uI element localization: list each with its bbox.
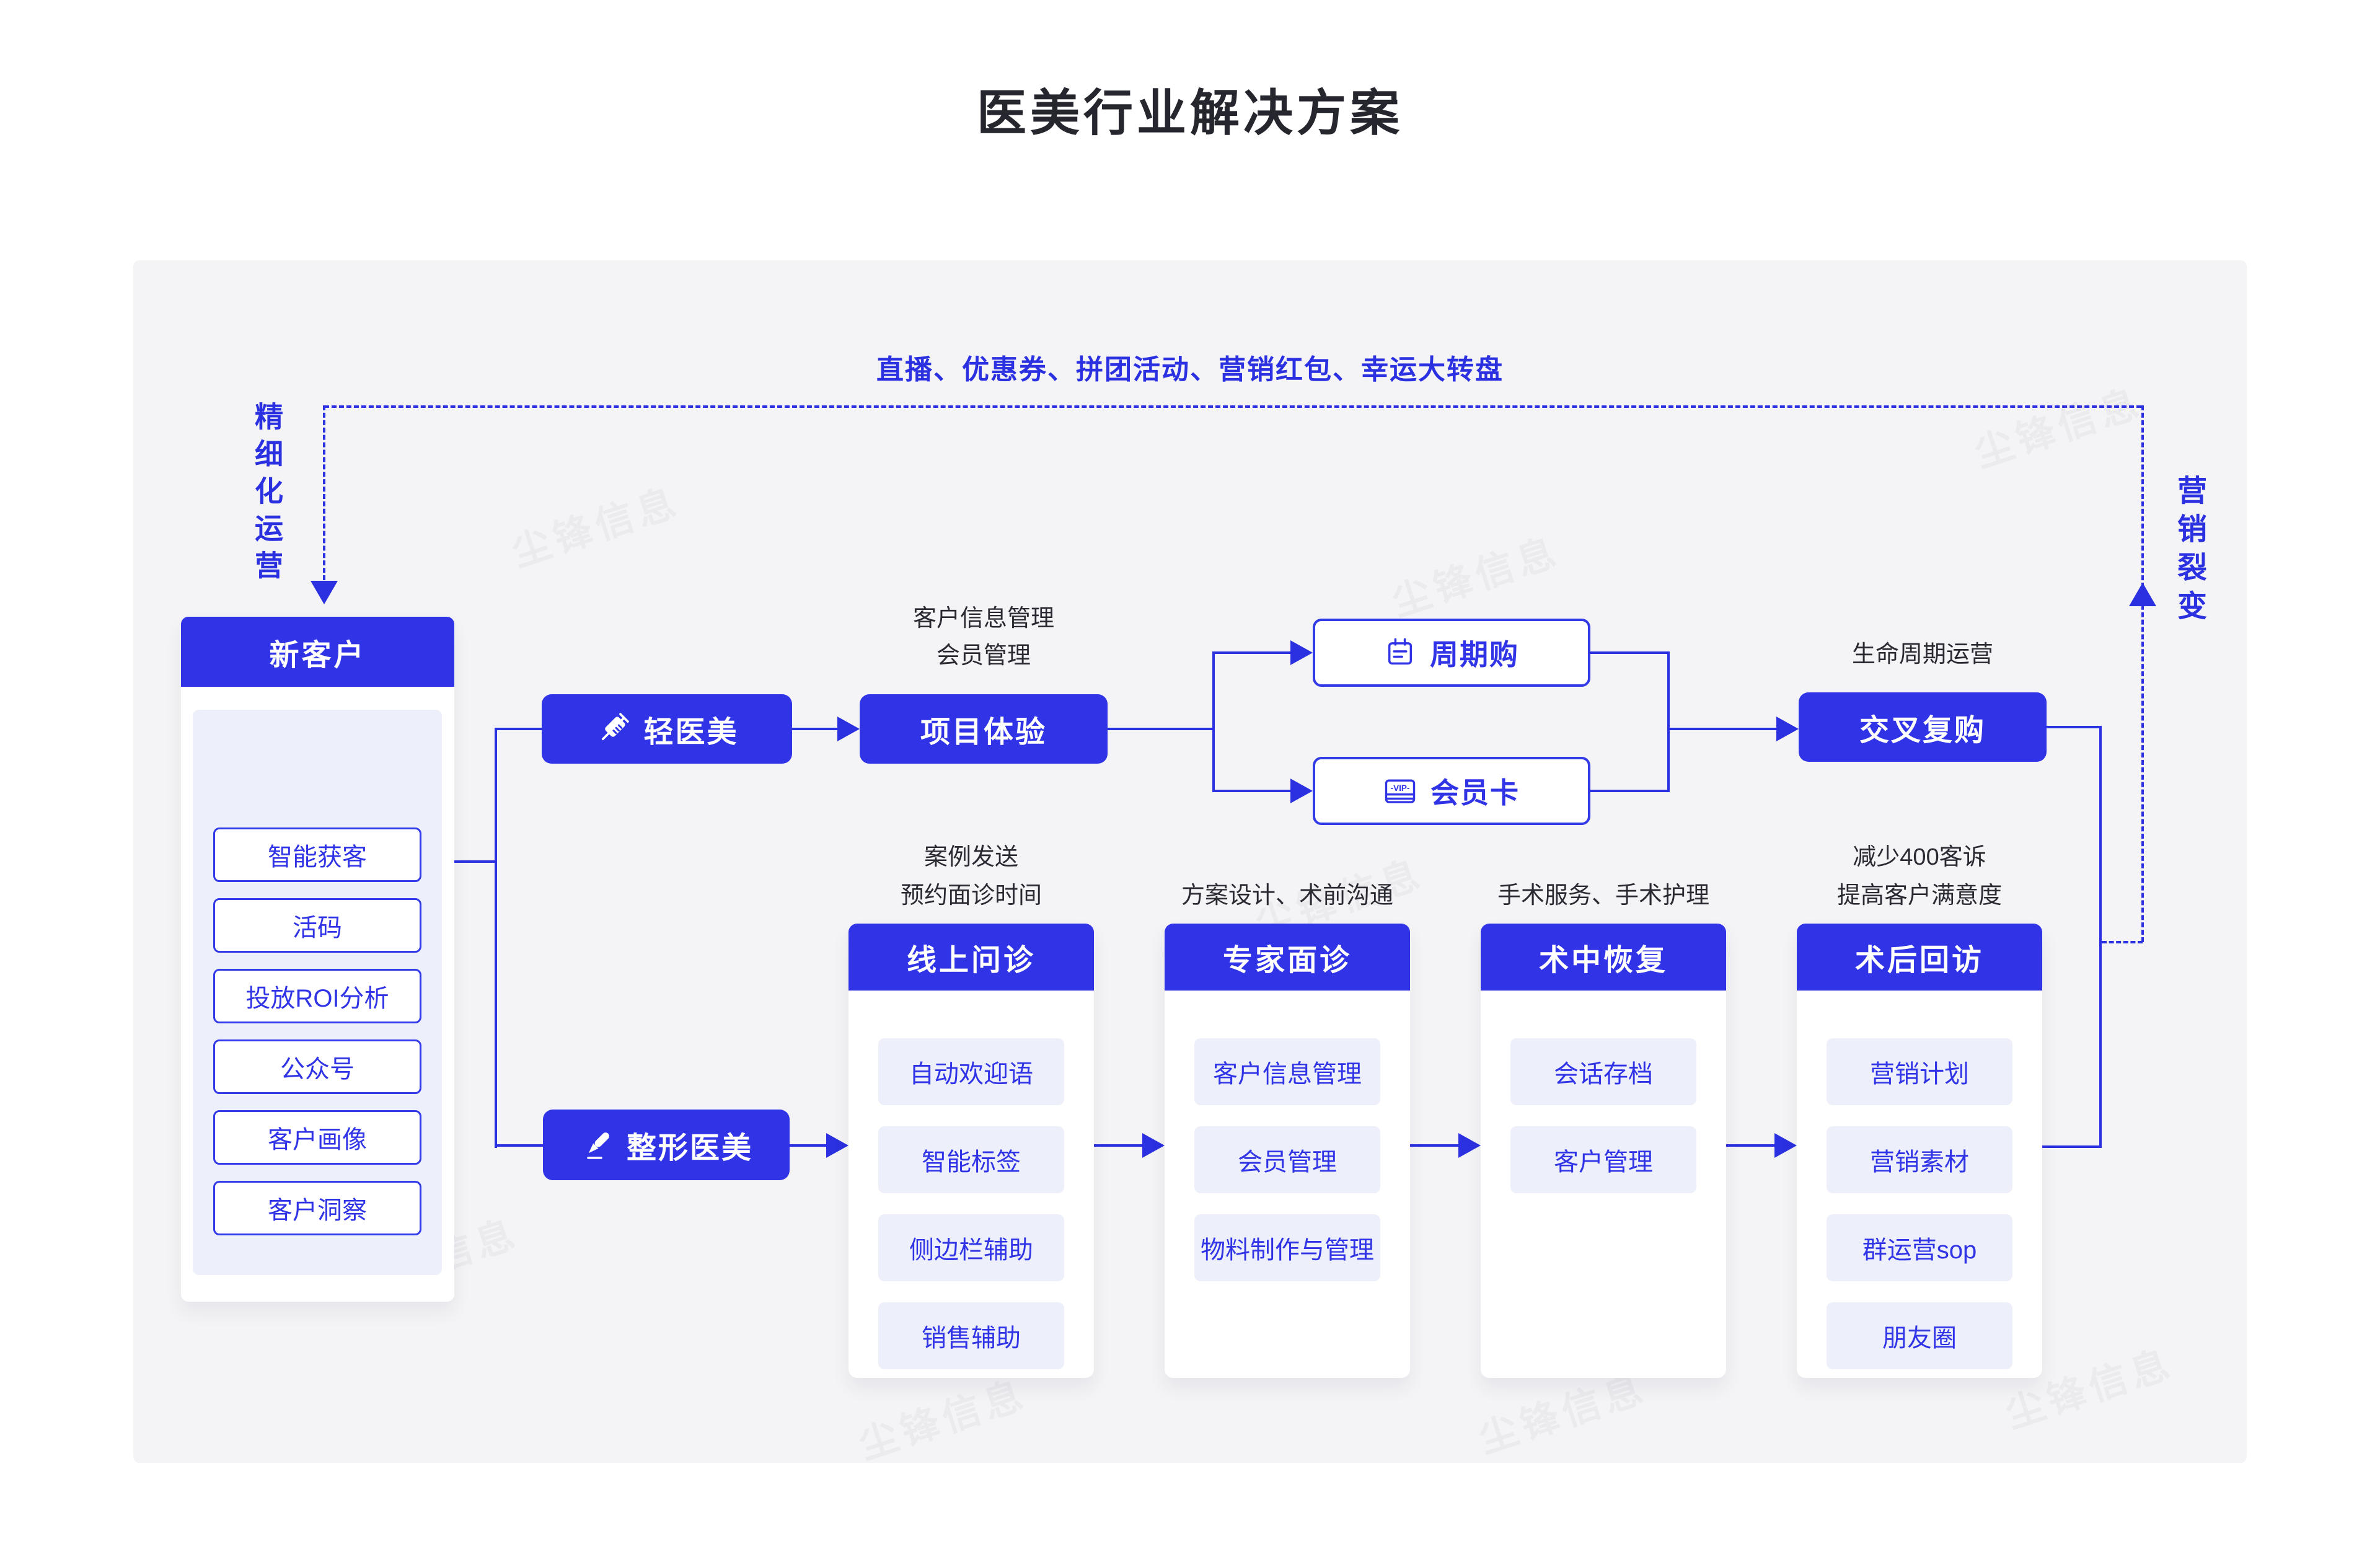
stage-note-line: 手术服务、手术护理 (1497, 883, 1709, 909)
stage-note-line: 预约面诊时间 (900, 883, 1042, 909)
new-customer-item: 公众号 (213, 1039, 421, 1094)
new-customer-item: 智能获客 (213, 827, 421, 882)
vip-card-icon: -VIP- (1385, 779, 1416, 803)
dashed-right-line (2141, 405, 2144, 942)
connector (1726, 1144, 1776, 1147)
connector (1668, 728, 1778, 730)
refined-operation-label: 精细化运营 (251, 402, 283, 588)
stage-item: 朋友圈 (1827, 1302, 2012, 1369)
connector (1108, 728, 1214, 730)
stage-item: 营销素材 (1827, 1126, 2012, 1193)
light-medical-entry: 轻医美 (542, 694, 792, 764)
calendar-icon (1388, 638, 1413, 665)
syringe-icon (602, 713, 630, 741)
cycle-buy-node: 周期购 (1313, 619, 1590, 687)
stage-item: 会话存档 (1510, 1038, 1696, 1105)
new-customer-item: 活码 (213, 898, 421, 953)
arrow-right-icon (837, 717, 860, 741)
new-customer-item: 客户画像 (213, 1110, 421, 1165)
page-title: 医美行业解决方案 (977, 86, 1403, 141)
new-customer-header: 新客户 (181, 617, 454, 687)
connector (454, 860, 496, 863)
connector (1667, 651, 1670, 792)
new-customer-item: 客户洞察 (213, 1181, 421, 1235)
cross-repurchase-node: 交叉复购 (1799, 692, 2047, 762)
arrow-right-icon (1290, 779, 1313, 803)
stage-note: 减少400客诉提高客户满意度 (1797, 838, 2042, 915)
arrow-right-icon (826, 1133, 848, 1158)
stage-item: 客户信息管理 (1194, 1038, 1380, 1105)
connector (496, 728, 543, 730)
light-medical-entry-label: 轻医美 (643, 716, 739, 749)
stage-item: 会员管理 (1194, 1126, 1380, 1193)
stage-item: 销售辅助 (878, 1302, 1064, 1369)
arrow-right-icon (1290, 640, 1313, 665)
lifecycle-note: 生命周期运营 (1851, 642, 1993, 668)
connector (1212, 790, 1292, 792)
plastic-surgery-entry-label: 整形医美 (626, 1132, 753, 1165)
connector (1590, 790, 1670, 792)
stage-item: 客户管理 (1510, 1126, 1696, 1193)
scalpel-icon (587, 1132, 609, 1159)
stage-header: 线上问诊 (848, 924, 1094, 991)
stage-note: 方案设计、术前沟通 (1165, 876, 1410, 915)
connector (792, 728, 840, 730)
stage-note-line: 减少400客诉 (1853, 844, 1986, 870)
stage-item: 营销计划 (1827, 1038, 2012, 1105)
dashed-top-line (324, 405, 2141, 408)
stage-column-3: 术中恢复会话存档客户管理 (1481, 924, 1726, 1378)
stage-header: 术中恢复 (1481, 924, 1726, 991)
dashed-left-line (323, 405, 325, 580)
arrow-right-icon (1142, 1133, 1165, 1158)
stage-item-list: 自动欢迎语智能标签侧边栏辅助销售辅助 (848, 991, 1094, 1369)
arrow-right-icon (1458, 1133, 1481, 1158)
svg-text:-VIP-: -VIP- (1391, 783, 1410, 793)
connector (2099, 726, 2102, 1148)
stage-item: 群运营sop (1827, 1214, 2012, 1281)
stage-note-line: 方案设计、术前沟通 (1181, 883, 1393, 909)
arrow-down-icon (311, 581, 338, 604)
experience-note: 客户信息管理 会员管理 (912, 606, 1054, 669)
new-customer-item-list: 智能获客活码投放ROI分析公众号客户画像客户洞察 (193, 710, 442, 1275)
stage-note-line: 案例发送 (923, 844, 1018, 870)
stage-column-2: 专家面诊客户信息管理会员管理物料制作与管理 (1165, 924, 1410, 1378)
connector (2047, 726, 2102, 728)
plastic-surgery-entry: 整形医美 (543, 1110, 790, 1180)
stage-item-list: 营销计划营销素材群运营sop 朋友圈 (1797, 991, 2042, 1369)
connector (1410, 1144, 1460, 1147)
stage-note: 案例发送预约面诊时间 (848, 838, 1094, 915)
stage-header: 专家面诊 (1165, 924, 1410, 991)
stage-header: 术后回访 (1797, 924, 2042, 991)
arrow-right-icon (1774, 1133, 1797, 1158)
connector (496, 1144, 544, 1147)
stage-item: 侧边栏辅助 (878, 1214, 1064, 1281)
connector (1094, 1144, 1144, 1147)
stage-column-1: 线上问诊自动欢迎语智能标签侧边栏辅助销售辅助 (848, 924, 1094, 1378)
stage-column-4: 术后回访营销计划营销素材群运营sop 朋友圈 (1797, 924, 2042, 1378)
connector (1212, 651, 1292, 654)
stage-item: 物料制作与管理 (1194, 1214, 1380, 1281)
connector (790, 1144, 827, 1147)
connector (1590, 651, 1670, 654)
arrow-right-icon (1776, 717, 1799, 741)
dashed-bottom-stub (2102, 941, 2143, 943)
campaign-banner: 直播、优惠券、拼团活动、营销红包、幸运大转盘 (876, 355, 1504, 385)
stage-item: 自动欢迎语 (878, 1038, 1064, 1105)
connector (495, 728, 497, 1148)
member-card-node: -VIP- 会员卡 (1313, 757, 1590, 825)
project-experience-node: 项目体验 (860, 694, 1108, 764)
connector (2042, 1145, 2102, 1148)
marketing-fission-label: 营销裂变 (2172, 475, 2205, 629)
new-customer-item: 投放ROI分析 (213, 969, 421, 1023)
stage-note-line: 提高客户满意度 (1836, 883, 2002, 909)
stage-item-list: 会话存档客户管理 (1481, 991, 1726, 1193)
stage-item: 智能标签 (878, 1126, 1064, 1193)
connector (1212, 651, 1215, 792)
stage-item-list: 客户信息管理会员管理物料制作与管理 (1165, 991, 1410, 1281)
arrow-up-icon (2129, 583, 2156, 606)
stage-note: 手术服务、手术护理 (1481, 876, 1726, 915)
